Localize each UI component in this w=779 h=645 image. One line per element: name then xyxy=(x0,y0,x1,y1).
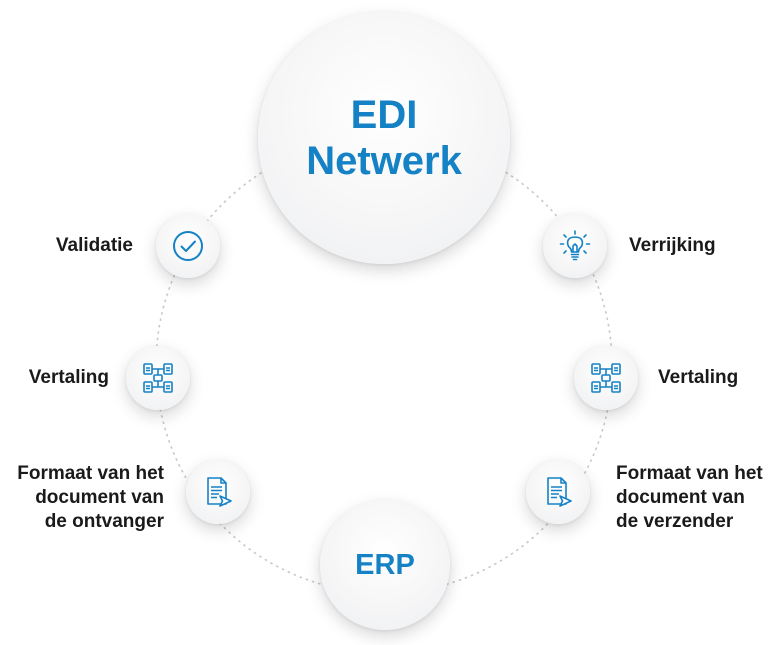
document-send-icon xyxy=(547,477,572,507)
receiver-format-label-line1: Formaat van het xyxy=(17,463,164,484)
receiver-format-label-line2: document van xyxy=(35,487,164,508)
sender-format-label-line3: de verzender xyxy=(616,511,734,532)
translation-left-node xyxy=(126,346,190,410)
receiver-format-label-line3: de ontvanger xyxy=(44,511,164,532)
validation-label: Validatie xyxy=(55,235,133,256)
lightbulb-icon xyxy=(559,230,591,261)
translation-left-label: Vertaling xyxy=(28,367,109,388)
check-circle-icon xyxy=(173,231,203,261)
translation-right-node xyxy=(574,346,638,410)
edi-network-title-line1: EDI xyxy=(350,93,418,137)
edi-network-node: EDI Netwerk xyxy=(258,12,510,264)
enrichment-label: Verrijking xyxy=(629,235,716,256)
enrichment-node xyxy=(543,214,607,278)
sender-format-node xyxy=(526,460,590,524)
sender-format-label-line2: document van xyxy=(616,487,745,508)
receiver-format-label: Formaat van het document van de ontvange… xyxy=(17,462,164,534)
sender-format-label: Formaat van het document van de verzende… xyxy=(616,462,763,534)
edi-network-title-line2: Netwerk xyxy=(306,139,462,183)
document-network-icon xyxy=(591,363,621,393)
sender-format-label-line1: Formaat van het xyxy=(616,463,763,484)
validation-node xyxy=(156,214,220,278)
erp-node: ERP xyxy=(320,500,450,630)
translation-right-label: Vertaling xyxy=(658,367,739,388)
document-network-icon xyxy=(143,363,173,393)
receiver-format-node xyxy=(186,460,250,524)
document-send-icon xyxy=(207,477,232,507)
erp-label: ERP xyxy=(355,548,415,581)
